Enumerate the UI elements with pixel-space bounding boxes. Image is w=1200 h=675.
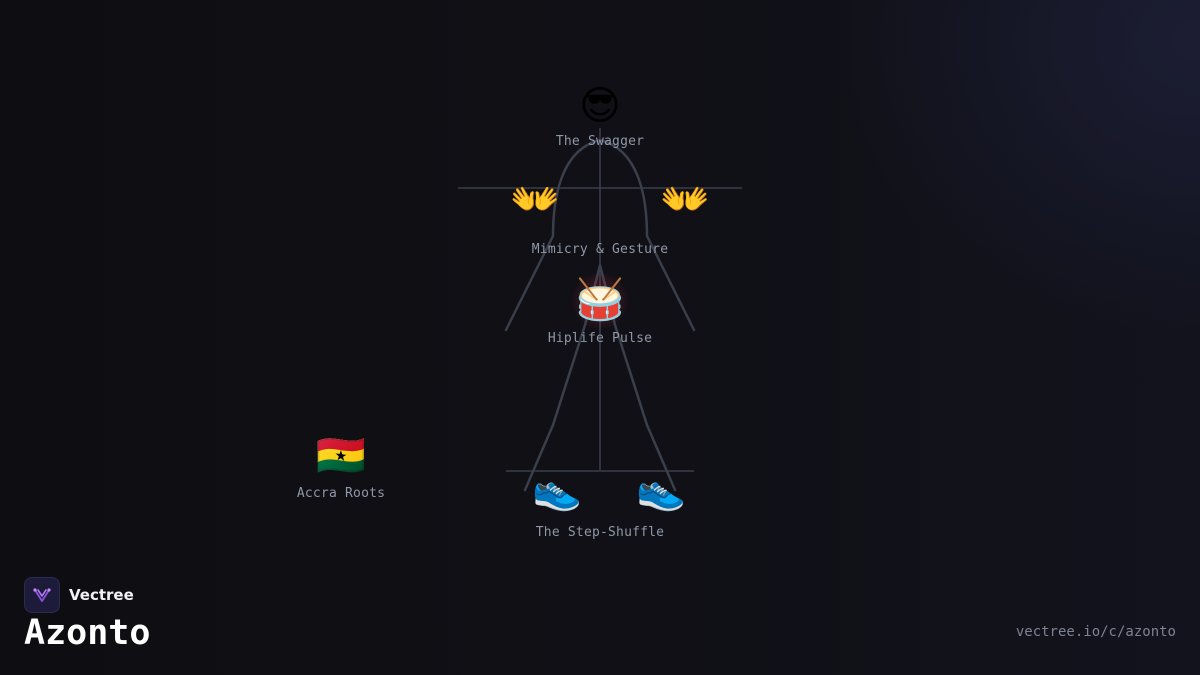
node-pulse: 🥁 Hiplife Pulse (548, 278, 652, 346)
pulse-glow (572, 273, 628, 329)
node-steps: The Step-Shuffle (536, 525, 664, 540)
brand-name: Vectree (69, 586, 134, 604)
right-shoe-node: 👟 (636, 468, 686, 512)
node-swagger: 😎 The Swagger (556, 84, 644, 149)
body-outline (504, 138, 696, 492)
sneaker-icon: 👟 (636, 467, 686, 513)
node-swagger-label: The Swagger (555, 134, 645, 149)
left-shoe-node: 👟 (532, 468, 582, 512)
node-roots: 🇬🇭 Accra Roots (297, 434, 385, 501)
sneaker-icon: 👟 (532, 467, 582, 513)
node-steps-label: The Step-Shuffle (535, 525, 665, 540)
right-hands-node: 👐 (660, 178, 710, 222)
node-mimicry-label: Mimicry & Gesture (531, 242, 669, 257)
open-hands-icon: 👐 (510, 177, 560, 223)
page-url[interactable]: vectree.io/c/azonto (1015, 624, 1176, 640)
open-hands-icon: 👐 (660, 177, 710, 223)
drum-icon: 🥁 (575, 277, 625, 323)
ghana-flag-icon: 🇬🇭 (316, 433, 366, 479)
node-roots-label: Accra Roots (296, 486, 386, 501)
left-hands-node: 👐 (510, 178, 560, 222)
page-title: Azonto (24, 613, 151, 653)
vectree-logo-icon (24, 577, 60, 613)
node-pulse-label: Hiplife Pulse (547, 331, 653, 346)
node-mimicry: Mimicry & Gesture (532, 242, 668, 257)
sunglasses-face-icon: 😎 (579, 83, 621, 129)
brand[interactable]: Vectree (24, 577, 134, 613)
